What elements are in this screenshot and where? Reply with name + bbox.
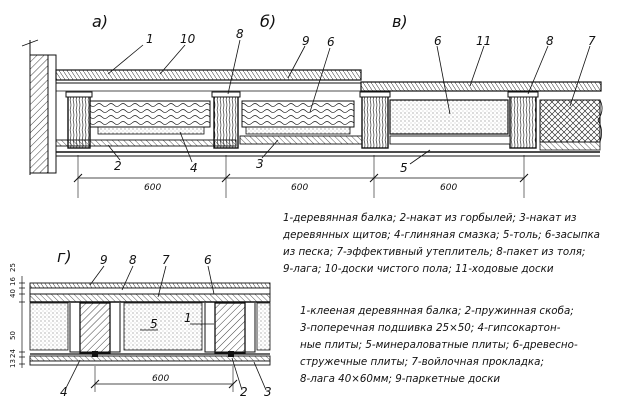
callout-2: 2: [114, 159, 122, 173]
top-legend-line: из песка; 7-эффективный утеплитель; 8-па…: [283, 246, 585, 258]
section-g-label: г): [57, 247, 72, 266]
bottom-legend-line: 1-клееная деревянная балка; 2-пружинная …: [300, 305, 574, 317]
section-b-label: б): [260, 12, 276, 31]
callout-8-v: 8: [546, 34, 554, 48]
bottom-callout-9: 9: [100, 253, 108, 267]
callout-4: 4: [190, 161, 198, 175]
beam-v2: [507, 91, 539, 149]
bottom-callout-8: 8: [129, 253, 137, 267]
bottom-callout-1: 1: [184, 311, 192, 325]
bottom-callout-4: 4: [60, 385, 68, 399]
bottom-callout-6: 6: [204, 253, 212, 267]
callout-6-b: 6: [327, 35, 335, 49]
beam-a: [65, 91, 93, 149]
bottom-legend-line: 3-поперечная подшивка 25×50; 4-гипсокарт…: [300, 322, 561, 334]
side-dim-13: 13: [9, 359, 17, 368]
side-dim-25: 25: [9, 263, 17, 272]
dim-1: 600: [144, 183, 161, 193]
callout-8: 8: [236, 27, 244, 41]
dim-3: 600: [440, 183, 457, 193]
side-dim-16: 16: [9, 277, 17, 286]
bottom-legend-line: ные плиты; 5-минераловатные плиты; 6-дре…: [300, 339, 578, 351]
beam-v1: [359, 91, 391, 149]
bottom-callout-5: 5: [150, 317, 158, 331]
callout-1: 1: [146, 32, 154, 46]
top-section-drawing: а) б) в) 1 10 8 9 6 6 11 8 7 2 4 3 5 600…: [21, 12, 603, 198]
section-v-label: в): [392, 12, 408, 31]
bottom-callout-7: 7: [162, 253, 170, 267]
dim-2: 600: [291, 183, 308, 193]
bottom-legend-line: стружечные плиты; 7-войлочная прокладка;: [300, 356, 544, 368]
side-dim-40: 40: [9, 289, 17, 298]
callout-10: 10: [180, 32, 196, 46]
callout-5: 5: [400, 161, 408, 175]
section-a-label: а): [92, 12, 108, 31]
side-dim-50: 50: [9, 331, 17, 340]
callout-11: 11: [476, 34, 491, 48]
glued-beam-right: [214, 302, 246, 354]
bottom-legend: 1-клееная деревянная балка; 2-пружинная …: [300, 305, 578, 385]
callout-3: 3: [256, 157, 264, 171]
beam-b1: [211, 91, 241, 149]
top-legend: 1-деревянная балка; 2-накат из горбылей;…: [282, 212, 600, 275]
top-legend-line: деревянных щитов; 4-глиняная смазка; 5-т…: [282, 229, 600, 241]
side-dim-24: 24: [9, 349, 17, 358]
glued-beam-left: [79, 302, 111, 354]
top-legend-line: 1-деревянная балка; 2-накат из горбылей;…: [283, 212, 577, 224]
bottom-dim-600: 600: [152, 374, 169, 384]
bottom-section-drawing: г) 16 40 25 13 24 50: [9, 247, 272, 399]
bottom-legend-line: 8-лага 40×60мм; 9-паркетные доски: [300, 373, 500, 385]
bottom-callout-2: 2: [240, 385, 248, 399]
callout-7: 7: [588, 34, 596, 48]
bottom-callout-3: 3: [264, 385, 272, 399]
callout-6-v: 6: [434, 34, 442, 48]
callout-9: 9: [302, 34, 310, 48]
top-legend-line: 9-лага; 10-доски чистого пола; 11-ходовы…: [283, 263, 554, 275]
